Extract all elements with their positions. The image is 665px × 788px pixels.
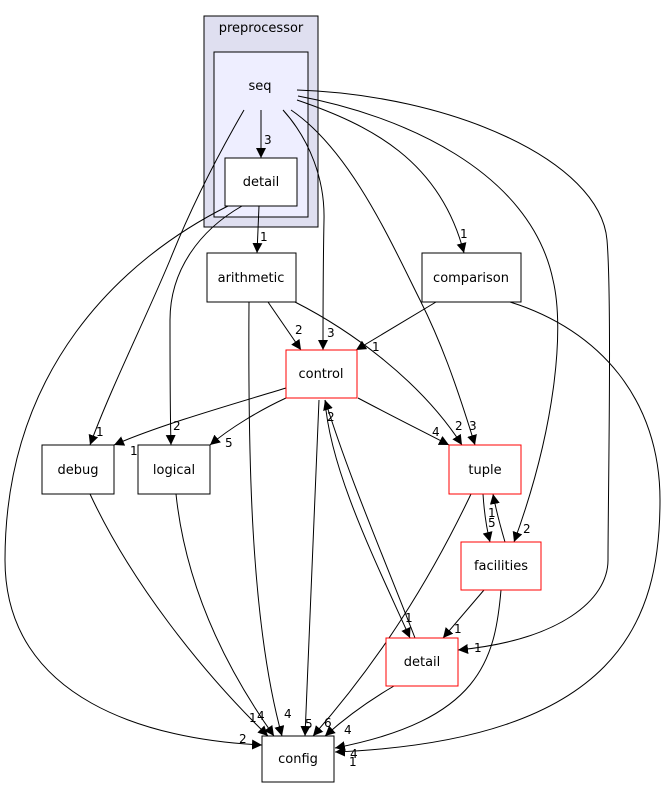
node-debug[interactable]: debug — [41, 444, 115, 495]
edge-seq-detail-to-logical — [165, 205, 243, 446]
edge-label-control-to-logical: 5 — [225, 436, 233, 450]
edge-control-to-logical — [209, 397, 287, 446]
edge-arithmetic-to-control — [267, 301, 302, 351]
node-config[interactable]: config — [261, 735, 335, 783]
edge-seq-to-debug — [88, 109, 245, 446]
edge-label-seq-to-tuple: 3 — [469, 419, 477, 433]
node-facilities-box — [460, 541, 542, 591]
node-arithmetic-box — [206, 252, 297, 303]
edge-label-comparison-to-config: 1 — [349, 755, 357, 769]
edge-label-facilities-to-tuple: 1 — [488, 506, 496, 520]
node-tuple[interactable]: tuple — [448, 444, 522, 495]
edge-label-arithmetic-to-control: 2 — [295, 323, 303, 337]
edge-comparison-to-control — [355, 301, 437, 351]
edge-arithmetic-to-tuple — [294, 301, 463, 446]
edge-facilities-to-detail — [442, 589, 485, 639]
edge-label-seq-detail-to-arithmetic: 1 — [260, 230, 268, 244]
edge-comparison-to-config — [334, 301, 661, 757]
edge-seq-detail-to-config — [4, 205, 263, 750]
edge-label-seq-to-facilities: 2 — [523, 522, 531, 536]
edge-detail-to-control — [323, 399, 416, 639]
cluster-seq-label: seq — [248, 79, 271, 94]
edge-control-to-config — [300, 399, 320, 737]
edge-label-seq-to-control: 3 — [327, 326, 335, 340]
node-detail-box — [385, 637, 459, 687]
node-comparison[interactable]: comparison — [421, 252, 522, 303]
edge-label-control-to-tuple: 4 — [432, 425, 440, 439]
edge-seq-to-control — [282, 109, 329, 351]
edge-tuple-to-facilities — [482, 493, 493, 543]
edge-control-to-detail — [324, 399, 411, 639]
edge-seq-detail-to-arithmetic — [252, 205, 263, 254]
edge-label-tuple-to-facilities: 5 — [488, 516, 496, 530]
node-control[interactable]: control — [285, 349, 358, 399]
edge-label-detail-to-control: 2 — [327, 410, 335, 424]
edge-seq-to-tuple — [290, 109, 477, 446]
node-tuple-box — [448, 444, 522, 495]
node-facilities[interactable]: facilities — [460, 541, 542, 591]
cluster-preprocessor-label: preprocessor — [219, 21, 304, 36]
node-detail-label: detail — [404, 655, 441, 670]
edge-tuple-to-config — [312, 493, 472, 737]
edge-control-to-debug — [113, 387, 287, 446]
node-comparison-box — [421, 252, 522, 303]
edge-label-facilities-to-detail: 1 — [454, 622, 462, 636]
edge-label-control-to-debug: 1 — [130, 444, 138, 458]
edge-label-facilities-to-config: 4 — [350, 747, 358, 761]
edge-seq-to-detail — [296, 89, 611, 654]
node-config-box — [261, 735, 335, 783]
node-seq-detail[interactable]: detail — [224, 157, 298, 207]
edge-detail-to-config — [324, 685, 395, 737]
node-facilities-label: facilities — [474, 559, 528, 574]
node-config-label: config — [278, 752, 318, 767]
edge-seq-to-facilities — [297, 95, 559, 543]
edge-arithmetic-to-config — [248, 301, 285, 737]
edge-control-to-tuple — [357, 397, 450, 446]
edge-logical-to-config — [175, 493, 275, 737]
edge-label-control-to-config: 5 — [305, 717, 313, 731]
node-logical[interactable]: logical — [137, 444, 211, 495]
edge-label-seq-to-comparison: 1 — [460, 227, 468, 241]
edge-facilities-to-config — [334, 589, 502, 752]
node-control-label: control — [298, 367, 343, 382]
edge-seq-to-comparison — [296, 99, 467, 254]
edge-label-debug-to-config: 1 — [249, 711, 257, 725]
edge-label-seq-to-debug: 1 — [96, 425, 104, 439]
node-debug-box — [41, 444, 115, 495]
edge-label-comparison-to-control: 1 — [372, 340, 380, 354]
edge-label-seq-detail-to-logical: 2 — [173, 419, 181, 433]
edge-label-arithmetic-to-config: 4 — [284, 707, 292, 721]
node-arithmetic-label: arithmetic — [218, 271, 285, 286]
node-arithmetic[interactable]: arithmetic — [206, 252, 297, 303]
edge-debug-to-config — [89, 493, 269, 737]
edge-label-seq-to-detail: 1 — [474, 641, 482, 655]
edge-label-detail-to-config: 4 — [344, 723, 352, 737]
edge-labels: 3 1 1 2 3 1 1 1 2 5 4 2 3 1 5 2 2 1 1 1 … — [96, 133, 531, 769]
node-logical-label: logical — [153, 463, 195, 478]
node-debug-label: debug — [58, 463, 99, 478]
node-tuple-label: tuple — [468, 463, 501, 478]
node-comparison-label: comparison — [433, 271, 509, 286]
nodes: detail arithmetic comparison control deb… — [41, 157, 542, 783]
edge-label-seq-to-seq-detail: 3 — [264, 133, 272, 147]
node-control-box — [285, 349, 358, 399]
edge-label-arithmetic-to-tuple: 2 — [455, 419, 463, 433]
node-logical-box — [137, 444, 211, 495]
node-seq-detail-label: detail — [243, 175, 280, 190]
edge-label-seq-detail-to-config: 2 — [239, 732, 247, 746]
edge-label-tuple-to-config: 6 — [324, 716, 332, 730]
edge-facilities-to-tuple — [489, 493, 506, 543]
edge-label-control-to-detail: 1 — [405, 611, 413, 625]
edges — [4, 89, 661, 757]
node-detail[interactable]: detail — [385, 637, 459, 687]
edge-label-logical-to-config: 4 — [257, 709, 265, 723]
node-seq-detail-box — [224, 157, 298, 207]
